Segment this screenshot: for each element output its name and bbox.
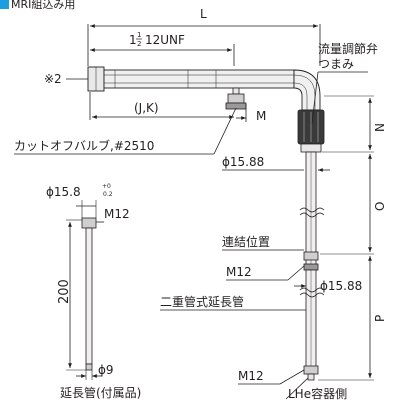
dim-JK-label: (J,K) bbox=[134, 101, 159, 115]
cutoff-valve-body bbox=[227, 93, 245, 104]
ext-tol-minus: 0.2 bbox=[103, 191, 113, 198]
thread-unf: 12UNF bbox=[145, 33, 185, 47]
flow-valve-label-1: 流量調節弁 bbox=[318, 41, 378, 56]
dim-L-label: L bbox=[200, 7, 207, 21]
lhe-side-label: LHe容器側 bbox=[288, 386, 347, 401]
m12-lower-label: M12 bbox=[238, 369, 264, 383]
knob-collar bbox=[300, 143, 322, 153]
m12-upper-label: M12 bbox=[226, 265, 252, 279]
break-mark-lower bbox=[299, 287, 325, 293]
break-mark-lower-2 bbox=[299, 292, 325, 298]
horizontal-tube bbox=[103, 69, 295, 89]
break-mark-upper bbox=[299, 207, 325, 213]
dia-lower-label: ϕ15.88 bbox=[320, 279, 362, 293]
ext-length-label: 200 bbox=[57, 279, 72, 304]
connector-upper bbox=[303, 251, 319, 261]
dim-N-label: N bbox=[373, 123, 387, 132]
lhe-leader bbox=[285, 377, 309, 400]
ext-bottom-tip bbox=[85, 363, 93, 371]
note-ref: ※2 bbox=[44, 72, 62, 86]
dim-O-label: O bbox=[373, 202, 387, 211]
cutoff-valve-stem bbox=[232, 87, 240, 95]
header-marker bbox=[0, 0, 9, 9]
ext-top-fitting bbox=[81, 217, 97, 229]
break-mark-upper-2 bbox=[299, 212, 325, 218]
m12-lower-leader-d bbox=[279, 369, 305, 385]
elbow-inner-2 bbox=[293, 82, 308, 110]
connect-pos-label: 連結位置 bbox=[222, 234, 270, 249]
double-tube-label: 二重管式延長管 bbox=[160, 294, 244, 309]
ext-tube-body bbox=[85, 227, 93, 365]
cutoff-valve-leader-d bbox=[213, 107, 237, 155]
cutoff-valve-label: カットオフバルブ,#2510 bbox=[14, 138, 154, 153]
flow-valve-leader-2 bbox=[311, 71, 319, 125]
ext-m12-label: M12 bbox=[104, 207, 130, 221]
flow-valve-label-2: つまみ bbox=[318, 57, 354, 71]
m12-upper-leader-d bbox=[287, 265, 305, 281]
connector-lower bbox=[303, 263, 319, 271]
dim-M-label: M bbox=[256, 109, 266, 123]
ext-dia-label: ϕ15.8 bbox=[46, 185, 81, 199]
ext-tip-dia-label: ϕ9 bbox=[98, 363, 114, 377]
dim-P-label: P bbox=[373, 315, 387, 322]
bottom-fitting bbox=[303, 365, 319, 375]
thread-spec-whole: 1 bbox=[129, 33, 137, 47]
dia-main-label: ϕ15.88 bbox=[222, 155, 264, 169]
thread-frac-top: 1 bbox=[137, 31, 141, 39]
header-title: MRI組込み用 bbox=[11, 0, 75, 11]
ext-tol-plus: +0 bbox=[102, 183, 111, 190]
ext-caption: 延長管(付属品) bbox=[60, 385, 141, 400]
thread-frac-bottom: 2 bbox=[137, 40, 141, 48]
bottom-tip bbox=[307, 373, 315, 381]
